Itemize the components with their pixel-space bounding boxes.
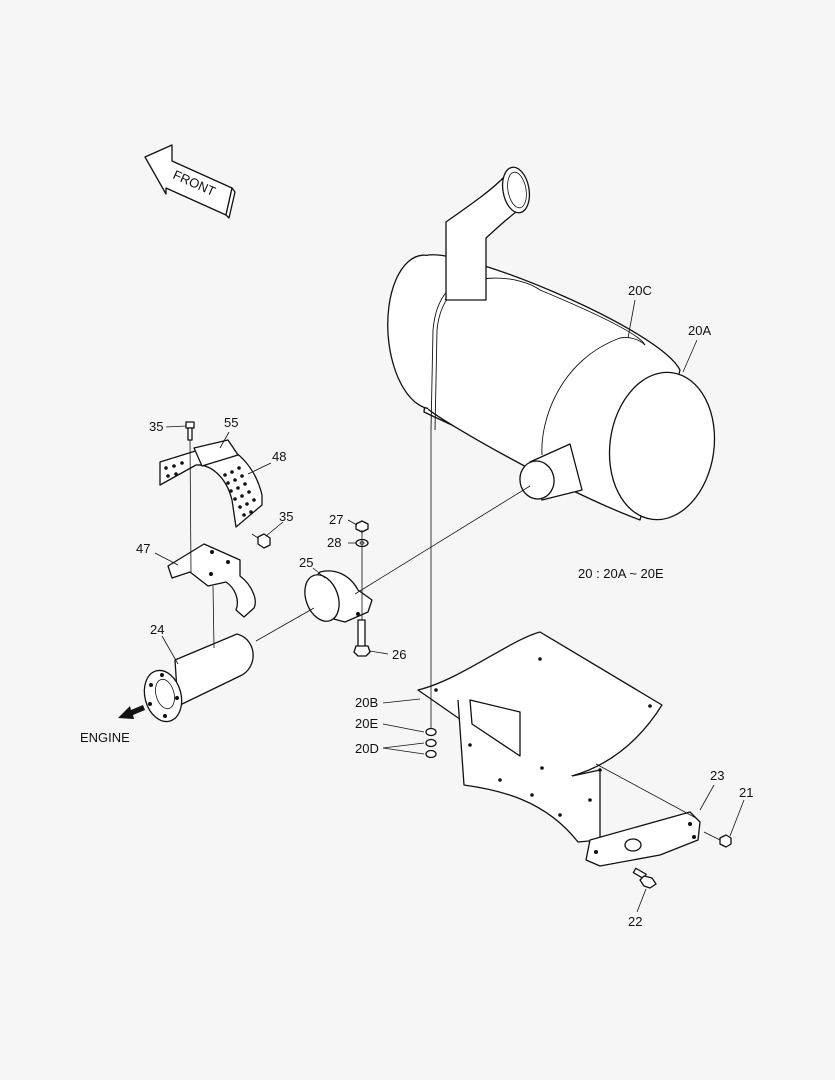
engine-label: ENGINE bbox=[80, 730, 130, 745]
nuts-20d-20e bbox=[425, 727, 437, 759]
leader-lines bbox=[154, 299, 745, 913]
label-47: 47 bbox=[136, 541, 150, 556]
muffler-support bbox=[417, 631, 663, 843]
label-21: 21 bbox=[739, 785, 753, 800]
engine-arrow bbox=[118, 705, 145, 719]
bolt-35-side bbox=[251, 533, 271, 549]
mount-bracket bbox=[585, 811, 701, 867]
assembly-lines bbox=[189, 430, 697, 819]
label-26: 26 bbox=[392, 647, 406, 662]
label-27: 27 bbox=[329, 512, 343, 527]
label-48: 48 bbox=[272, 449, 286, 464]
label-20d: 20D bbox=[355, 741, 379, 756]
bolt-21 bbox=[703, 831, 732, 848]
pipe-clamp bbox=[304, 570, 373, 623]
nut-27 bbox=[355, 520, 369, 533]
label-35-top: 35 bbox=[149, 419, 163, 434]
guard-perforations bbox=[164, 461, 256, 517]
label-23: 23 bbox=[710, 768, 724, 783]
label-20a: 20A bbox=[688, 323, 711, 338]
label-22: 22 bbox=[628, 914, 642, 929]
label-28: 28 bbox=[327, 535, 341, 550]
bolt-26 bbox=[353, 619, 371, 657]
label-20c: 20C bbox=[628, 283, 652, 298]
bolt-22 bbox=[632, 867, 657, 889]
muffler bbox=[387, 166, 716, 521]
heat-guard bbox=[159, 439, 263, 528]
exhaust-pipe bbox=[143, 633, 254, 723]
note-text: 20 : 20A ~ 20E bbox=[578, 566, 664, 581]
label-25: 25 bbox=[299, 555, 313, 570]
pipe-bracket bbox=[167, 543, 256, 618]
label-20b: 20B bbox=[355, 695, 378, 710]
label-20e: 20E bbox=[355, 716, 378, 731]
label-55: 55 bbox=[224, 415, 238, 430]
label-35-side: 35 bbox=[279, 509, 293, 524]
front-arrow: FRONT bbox=[144, 144, 236, 219]
label-24: 24 bbox=[150, 622, 164, 637]
bolt-35-top bbox=[185, 421, 195, 441]
